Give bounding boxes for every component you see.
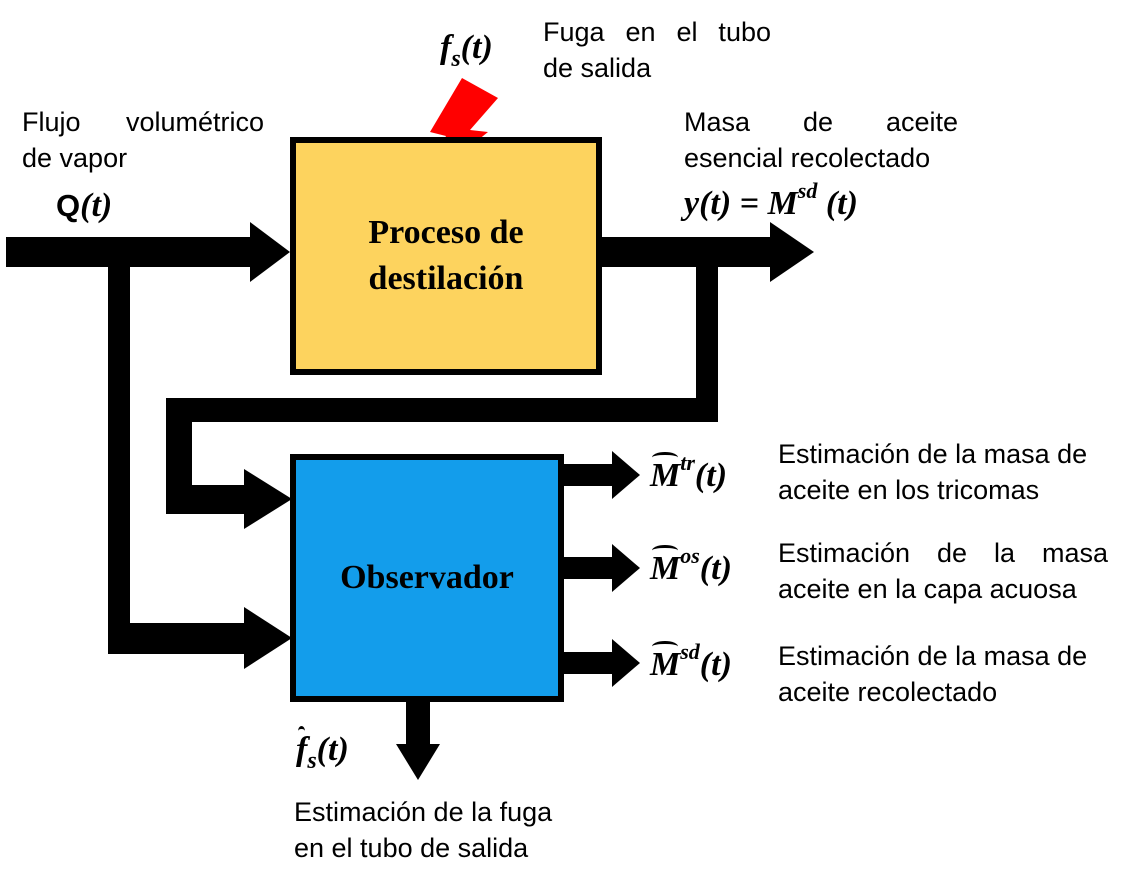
fault-text-line1: Fuga en el tubo bbox=[543, 17, 771, 47]
input-branch-horizontal bbox=[108, 623, 250, 654]
estimate-arrow-2-line bbox=[558, 557, 620, 579]
fault-estimate-symbol: fs(t) bbox=[296, 726, 349, 774]
feedback-vertical-right bbox=[696, 252, 718, 422]
fault-estimate-text-line2: en el tubo de salida bbox=[294, 833, 529, 863]
input-description: Flujo volumétrico de vapor bbox=[22, 104, 264, 176]
process-block: Proceso de destilación bbox=[290, 137, 602, 375]
fault-estimate-text-line1: Estimación de la fuga bbox=[294, 797, 553, 827]
output-text-line2: esencial recolectado bbox=[684, 143, 931, 173]
output-arrowhead bbox=[770, 222, 814, 282]
estimate-symbol-capa-acuosa: Mos(t) bbox=[650, 543, 732, 588]
estimate-text-capa-acuosa-line2: aceite en la capa acuosa bbox=[778, 574, 1077, 604]
feedback-to-observer bbox=[166, 485, 250, 514]
process-label-line2: destilación bbox=[368, 260, 524, 297]
estimate-text-recolectado-line2: aceite recolectado bbox=[778, 677, 998, 707]
estimate-symbol-tricomas: Mtr(t) bbox=[650, 450, 728, 495]
estimate-text-tricomas-line2: aceite en los tricomas bbox=[778, 475, 1040, 505]
fault-estimate-arrowhead bbox=[396, 744, 440, 780]
input-branch-vertical bbox=[108, 252, 130, 654]
process-label-line1: Proceso de bbox=[368, 214, 524, 251]
observer-input-arrowhead-lower bbox=[244, 607, 292, 669]
fault-estimate-line bbox=[406, 697, 430, 749]
output-symbol: y(t) = Msd (t) bbox=[684, 178, 858, 223]
estimate-text-recolectado-line1: Estimación de la masa de bbox=[778, 641, 1088, 671]
input-symbol: Q(t) bbox=[56, 187, 113, 224]
estimate-arrow-3-head bbox=[612, 639, 640, 687]
input-text-line2: de vapor bbox=[22, 143, 128, 173]
observer-label: Observador bbox=[340, 559, 514, 596]
input-arrowhead bbox=[250, 222, 290, 282]
fault-symbol: fs(t) bbox=[440, 29, 493, 72]
estimate-text-tricomas: Estimación de la masa de aceite en los t… bbox=[778, 436, 1087, 508]
estimate-symbol-recolectado: Msd(t) bbox=[650, 639, 732, 684]
estimate-text-capa-acuosa: Estimación de la masa aceite en la capa … bbox=[778, 535, 1108, 607]
estimate-arrow-2-head bbox=[612, 544, 640, 592]
feedback-horizontal bbox=[166, 398, 718, 422]
input-text-line1: Flujo volumétrico bbox=[22, 107, 264, 137]
output-description: Masa de aceite esencial recolectado bbox=[684, 104, 958, 176]
estimate-arrow-3-line bbox=[558, 652, 620, 674]
output-line bbox=[600, 237, 780, 267]
fault-estimate-description: Estimación de la fuga en el tubo de sali… bbox=[294, 794, 552, 866]
estimate-text-tricomas-line1: Estimación de la masa de bbox=[778, 439, 1088, 469]
fault-description: Fuga en el tubo de salida bbox=[543, 14, 771, 86]
estimate-arrow-1-line bbox=[558, 464, 620, 486]
estimate-text-recolectado: Estimación de la masa de aceite recolect… bbox=[778, 638, 1087, 710]
observer-input-arrowhead-upper bbox=[244, 469, 292, 529]
estimate-text-capa-acuosa-line1: Estimación de la masa bbox=[778, 538, 1108, 568]
fault-text-line2: de salida bbox=[543, 53, 652, 83]
observer-block: Observador bbox=[290, 454, 564, 702]
output-text-line1: Masa de aceite bbox=[684, 107, 958, 137]
estimate-arrow-1-head bbox=[612, 451, 640, 499]
